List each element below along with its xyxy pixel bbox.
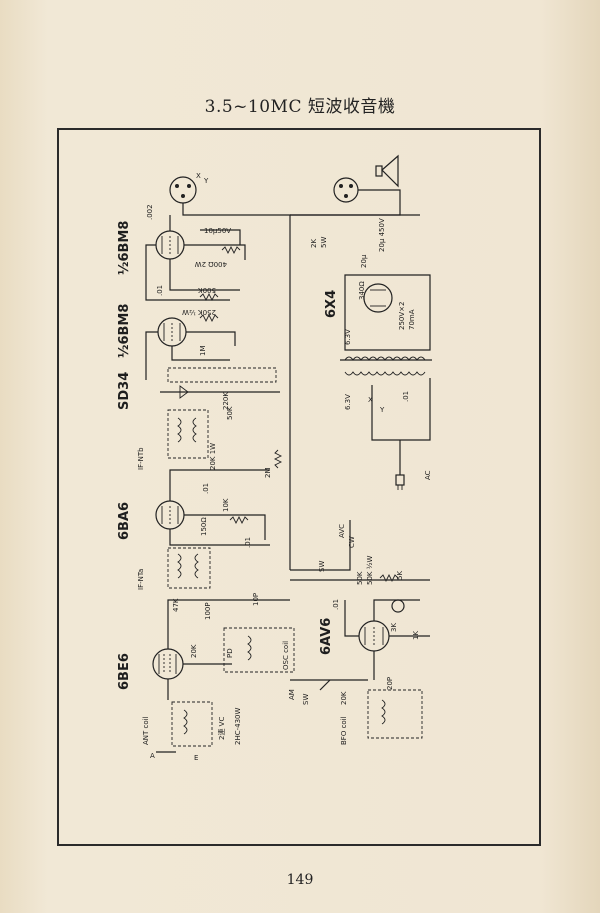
pt-70ma-label: 70mA [408, 309, 416, 330]
ant-e-label: E [194, 754, 198, 762]
ac-plug-icon [395, 474, 405, 490]
pt-250v-label: 250V×2 [398, 302, 406, 330]
meter-icon [391, 599, 405, 613]
cap-01c-label: .01 [244, 537, 252, 548]
res-2k-label: 2K [310, 239, 318, 248]
ant-coil-label: ANT coil [142, 716, 150, 745]
res-47k-label: 47K [172, 598, 180, 612]
cap-01b-label: .01 [202, 483, 210, 494]
osc-coil-label: OSC coil [282, 641, 290, 670]
v63b-label: 6.3V [344, 394, 352, 410]
tube-label-t7: 6AV6 [319, 618, 334, 655]
x-label-psu: X [368, 396, 373, 404]
cap-20u450v-a-label: 20μ 450V [378, 218, 386, 252]
cap-10u50v-label: 10μ50V [204, 227, 231, 235]
v63a-label: 6.3V [344, 329, 352, 345]
av-c01-label: .01 [332, 599, 340, 610]
page-title: 3.5~10MC 短波收音機 [204, 97, 396, 117]
am-label: AM [288, 689, 296, 700]
if-ntb-label: IF-NTb [137, 447, 145, 470]
av-r20k-label: 20K [340, 691, 348, 705]
ant-a-label: A [150, 752, 155, 760]
sw1-label: SW [302, 694, 310, 705]
av-r50k-b-label: 50K ½W [366, 555, 374, 585]
page-number: 149 [286, 872, 314, 888]
cw-label: CW [348, 536, 356, 548]
tube-label-t2: ½6BM8 [117, 304, 132, 358]
avc-label: AVC [338, 524, 346, 538]
av-r3k-label: 3K [390, 623, 398, 632]
res-400-label: 400Ω 2W [195, 260, 227, 268]
cap-01d-label: .01 [402, 391, 410, 402]
tube-label-t1: ½6BM8 [117, 221, 132, 275]
y-terminal-label: Y [203, 177, 209, 185]
schematic-frame [57, 128, 541, 846]
cap-100p-label: 100P [204, 602, 212, 620]
speaker-icon [375, 154, 399, 188]
res-500k-label: 500K [198, 286, 216, 294]
tube-label-t4: 6BA6 [117, 502, 132, 540]
vc-label: 2連 VC [217, 717, 226, 740]
power-socket-icon [333, 177, 359, 203]
res-2m-label: 2M [264, 468, 272, 479]
cap-01a-label: .01 [156, 285, 164, 296]
bfo-coil-label: BFO coil [340, 716, 348, 745]
cap-20u450v-b-label: 20μ [360, 254, 368, 268]
tube-label-t5: 6BE6 [117, 653, 132, 690]
res-150-label: 150Ω [200, 517, 208, 536]
tube-6av6-icon [358, 620, 390, 652]
av-c20p-label: 20P [386, 677, 394, 690]
res-220k-label: 220K [222, 392, 230, 410]
av-r50k-a-label: 50K [356, 571, 364, 585]
tube-6x4-icon [363, 283, 393, 313]
tube-6bm8-a-icon [155, 230, 185, 260]
res-250k-label: 250K ½W [182, 308, 216, 316]
res-340-label: 340Ω [358, 281, 366, 300]
padder-label: PD [226, 648, 234, 658]
res-1m-label: 1M [199, 346, 207, 357]
av-r1k-label: 1K [412, 631, 420, 640]
tube-label-t6: 6X4 [324, 290, 339, 318]
tube-6bm8-b-icon [157, 317, 187, 347]
res-5w-label: 5W [320, 237, 328, 248]
res-20k-label: 20K [190, 644, 198, 658]
vc-range-label: 2HC-430W [234, 708, 242, 745]
res-20k-1w-label: 20K 1W [209, 443, 217, 470]
tube-label-t3: SD34 [117, 372, 132, 410]
sw2-label: SW [318, 561, 326, 572]
res-10k-label: 10K [222, 498, 230, 512]
x-terminal-label: X [196, 172, 201, 180]
cap-10p-label: 10P [252, 593, 260, 606]
res-50k-label: 50K [226, 406, 234, 420]
cap-002-label: .002 [146, 204, 154, 220]
av-r5k-label: 5K [396, 571, 404, 580]
output-socket-icon [169, 176, 197, 204]
if-nta-label: IF-NTa [137, 569, 145, 590]
tube-6ba6-icon [155, 500, 185, 530]
y-label-psu: Y [379, 406, 385, 414]
ac-label: AC [424, 470, 432, 480]
tube-6be6-icon [152, 648, 184, 680]
